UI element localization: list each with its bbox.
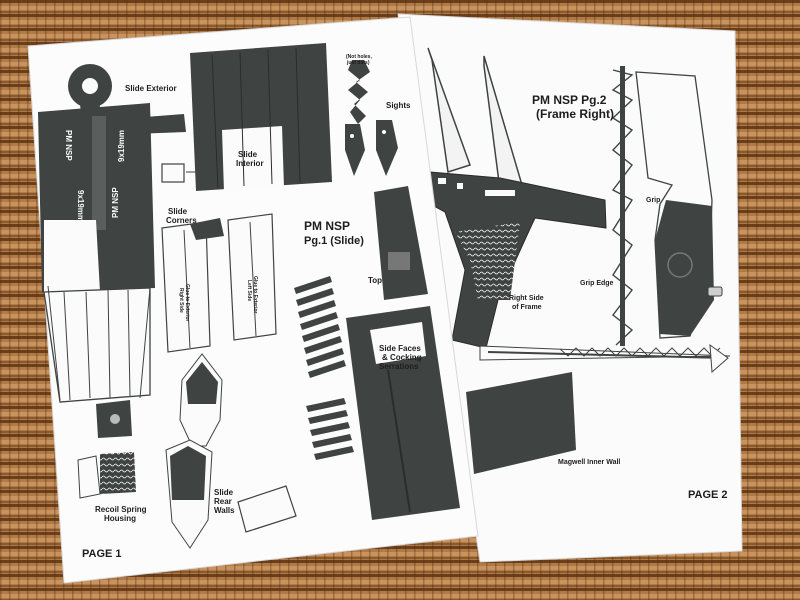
page2-label-grip: Grip xyxy=(646,197,660,204)
slide-small-fold-part xyxy=(161,163,198,183)
slide-interior-part xyxy=(190,43,332,192)
page2-page-label: PAGE 2 xyxy=(688,489,728,501)
slide-marking-3: PM NSP xyxy=(111,187,120,218)
slide-corners-parts: Glue to Exterior Right Side Glue to Exte… xyxy=(161,213,277,353)
page1-title-line2: Pg.1 (Slide) xyxy=(304,235,364,247)
label-side-faces-3: Serrations xyxy=(379,362,419,371)
page1-page-label: PAGE 1 xyxy=(82,548,122,560)
label-slide-corners-2: Corners xyxy=(166,216,197,225)
slide-marking-2: 9x19mm xyxy=(76,190,85,222)
frame-right-side-part xyxy=(429,171,607,349)
slide-marking-4: 9x19mm xyxy=(117,130,126,162)
label-not-holes-1: (Not holes, xyxy=(346,54,372,60)
label-slide-corners-1: Slide xyxy=(168,207,188,216)
slide-rear-walls-parts xyxy=(165,353,297,549)
page2-label-right-side-2: of Frame xyxy=(512,304,542,311)
label-rear-walls-1: Slide xyxy=(214,488,234,497)
label-rear-walls-3: Walls xyxy=(214,506,235,515)
label-sights: Sights xyxy=(386,101,411,110)
label-recoil-1: Recoil Spring xyxy=(95,505,147,514)
label-recoil-2: Housing xyxy=(104,514,136,523)
frame-bottom-strip xyxy=(479,343,731,374)
page1-title-line1: PM NSP xyxy=(304,219,350,233)
glue-left-line1: Glue to Exterior xyxy=(184,284,190,322)
page2-title-line1: PM NSP Pg.2 xyxy=(532,93,607,107)
sights-parts xyxy=(345,60,398,176)
frame-rails xyxy=(427,47,523,191)
slide-exterior-part: PM NSP 9x19mm PM NSP 9x19mm xyxy=(38,64,186,403)
label-slide-interior-1: Slide xyxy=(238,150,258,159)
cocking-serrations-parts xyxy=(294,276,354,460)
label-rear-walls-2: Rear xyxy=(214,497,232,506)
label-side-faces-1: Side Faces xyxy=(379,344,421,353)
label-side-faces-2: & Cocking xyxy=(382,353,422,362)
glue-right-line1: Glue to Exterior xyxy=(252,276,258,314)
page2-label-grip-edge: Grip Edge xyxy=(580,280,614,287)
page-2-sheet: PM NSP Pg.2 (Frame Right) Grip Grip Edge… xyxy=(397,13,743,563)
label-slide-exterior: Slide Exterior xyxy=(125,84,177,93)
page2-label-magwell: Magwell Inner Wall xyxy=(558,459,620,466)
side-faces-part xyxy=(346,306,460,520)
magwell-inner-wall-part xyxy=(466,372,576,474)
slide-marking-1: PM NSP xyxy=(64,130,73,161)
grip-panel-part xyxy=(635,71,723,339)
glue-right-line2: Left Side xyxy=(246,280,252,301)
label-slide-interior-2: Interior xyxy=(236,159,264,168)
label-not-holes-2: just dots) xyxy=(346,60,370,66)
page2-label-right-side-1: Right Side xyxy=(509,295,544,302)
slide-top-part xyxy=(374,186,428,300)
label-top: Top xyxy=(368,276,382,285)
recoil-spring-housing-part xyxy=(77,400,136,499)
grip-edge-strip xyxy=(611,66,634,346)
page2-title-line2: (Frame Right) xyxy=(536,107,614,121)
glue-left-line2: Right Side xyxy=(178,288,184,313)
page-1-sheet: PM NSP 9x19mm PM NSP 9x19mm xyxy=(27,16,479,584)
